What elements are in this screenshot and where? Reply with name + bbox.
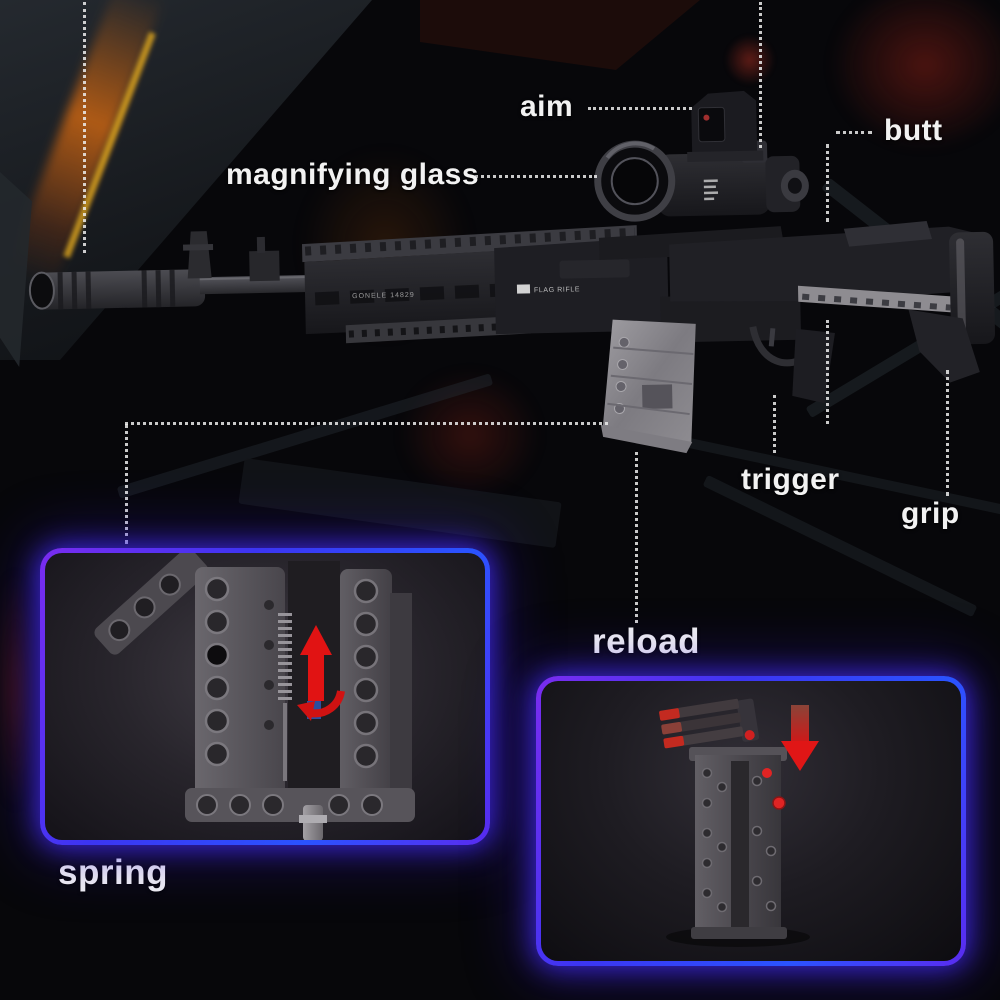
red-stud [762,768,772,778]
background-red-glow-bottom-left [0,570,38,810]
leader-line-aim-vertical [759,2,762,148]
receiver-marking-text: FLAG RIFLE [534,286,580,294]
magazine-texture [607,336,694,416]
brand-logo-badge [516,284,531,294]
trigger [768,328,776,347]
magazine [602,319,696,445]
leader-line-spring-panel [125,424,128,544]
axle-collar [299,815,327,823]
bottom-beam-holes [196,794,383,816]
clip-red-stud [744,730,755,741]
handguard [304,249,521,335]
rifle: GONELE 14829 FLAG RIFLE [28,90,996,454]
reload-inset-panel [536,676,966,966]
sight-window [697,106,726,143]
spring-mechanism-illustration [94,553,415,840]
outer-beam [390,593,412,793]
leader-line-reload [635,452,638,623]
callout-magnifying-glass: magnifying glass [226,158,480,191]
top-rail [301,225,638,263]
right-beam-holes [353,578,379,769]
front-sight [187,231,212,279]
reload-illustration [659,698,819,947]
inset-label-spring: spring [58,853,168,892]
left-beam-holes [204,576,274,767]
callout-butt: butt [884,114,943,147]
bottom-rail [345,315,531,344]
angled-beam [94,553,209,655]
leader-line-butt-vertical-2 [826,320,829,424]
rear-grip [908,309,980,383]
leader-line-magnifying-glass [470,175,597,178]
background-red-glow-top-right [830,0,1000,150]
bullet-clip [659,698,760,749]
leader-line-grip [946,370,949,496]
leader-line-left-edge [83,2,86,253]
leader-line-butt-vertical [826,144,829,222]
spring-up-arrow [300,625,332,701]
standing-magazine [689,747,787,939]
cheek-pad [843,221,933,247]
reload-down-arrow [781,705,819,771]
stock [669,226,989,302]
callout-grip: grip [901,497,960,530]
magazine-studs [701,767,777,913]
background-red-spot [725,35,775,85]
bullets [659,698,744,749]
callout-aim: aim [520,90,574,123]
callout-trigger: trigger [741,463,840,496]
leader-line-trigger [773,395,776,453]
rotate-arrow [297,690,345,721]
red-stud [772,796,786,810]
leader-line-aim [588,107,692,110]
leader-line-magazine [125,422,608,425]
background-red-glare [400,370,540,500]
muzzle [28,271,55,310]
spring-inset-panel [40,548,490,845]
inset-label-reload: reload [592,622,701,661]
scope-spec-text-lines [703,179,719,201]
leader-line-butt [836,131,872,134]
pistol-grip [792,328,835,404]
red-dot [703,114,710,121]
scope-body [657,152,771,217]
handguard-marking-text: GONELE 14829 [352,292,415,300]
